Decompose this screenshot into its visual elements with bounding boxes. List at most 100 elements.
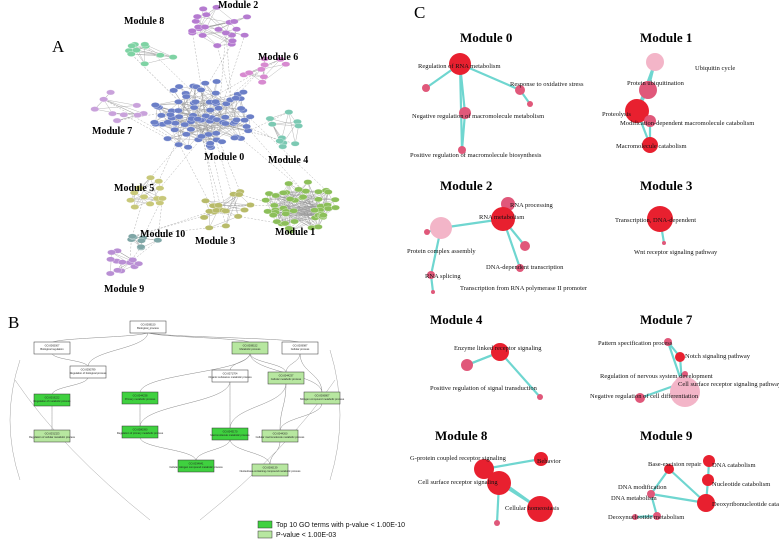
gene-node [214, 202, 223, 209]
gene-node [294, 123, 303, 129]
enrichment-term-label: DNA catabolism [712, 462, 756, 469]
enrichment-term-label: Positive regulation of macromolecule bio… [410, 152, 542, 159]
gene-node [211, 90, 221, 96]
network-bridge-edge [226, 103, 321, 211]
gene-node [174, 83, 184, 90]
network-edge [110, 252, 112, 274]
enrichment-term-label: Modification-dependent macromolecule cat… [620, 120, 754, 127]
network-bridge-edge [230, 99, 327, 191]
network-edge [263, 59, 281, 77]
gene-node [134, 260, 144, 267]
gene-node [205, 140, 215, 147]
network-edge [294, 196, 304, 222]
gene-node [281, 61, 291, 67]
network-edge [202, 29, 237, 36]
network-module-label: Module 5 [114, 183, 154, 194]
enrichment-node [516, 264, 524, 272]
gene-node [313, 224, 323, 230]
gene-node [198, 6, 208, 12]
network-bridge-edge [193, 44, 232, 108]
gene-node [170, 120, 180, 126]
gene-node [108, 110, 117, 117]
enrichment-term-label: RNA splicing [425, 273, 461, 280]
network-bridge-edge [225, 117, 280, 142]
enrichment-module-title: Module 9 [640, 428, 693, 443]
gene-node [245, 113, 255, 120]
enrichment-term-label: Cell surface receptor signaling [418, 479, 498, 486]
network-edge [265, 191, 319, 201]
network-edge [293, 199, 336, 211]
enrichment-term-label: Transcription, DNA-dependent [615, 217, 696, 224]
enrichment-node [459, 107, 471, 119]
gene-node [201, 11, 211, 18]
network-nodes [90, 4, 340, 277]
gene-node [132, 102, 142, 109]
network-edge [302, 196, 312, 228]
gene-node [181, 93, 191, 100]
enrichment-node [632, 514, 638, 520]
gene-node [260, 56, 270, 62]
go-node-box [261, 429, 299, 443]
enrichment-term-label: Macromolecule catabolism [616, 143, 687, 150]
enrichment-term-label: Cellular homeostasis [505, 505, 560, 512]
go-node-box [33, 429, 71, 443]
network-bridge-edge [235, 111, 289, 138]
enrichment-node [697, 494, 715, 512]
enrichment-term-label: Transcription from RNA polymerase II pro… [460, 285, 588, 292]
network-edge [205, 200, 251, 206]
go-edge [14, 379, 151, 521]
enrichment-module-title: Module 2 [440, 178, 492, 193]
go-edge [51, 376, 89, 396]
gene-node [314, 196, 323, 203]
go-node-box [121, 391, 159, 405]
enrichment-node [424, 229, 430, 235]
legend-label: P-value < 1.00E-03 [276, 532, 336, 539]
gene-node [135, 185, 144, 191]
enrichment-node [664, 464, 674, 474]
gene-node [231, 95, 241, 101]
network-edge [198, 28, 218, 46]
enrichment-node [647, 490, 655, 498]
network-edge [103, 99, 144, 114]
network-edge [272, 124, 299, 127]
gene-node [259, 74, 269, 80]
enrichment-node [647, 206, 673, 232]
go-node-box [33, 341, 71, 355]
network-bridge-edge [132, 210, 224, 237]
enrichment-node [639, 81, 657, 99]
gene-node [285, 196, 295, 202]
gene-node [212, 116, 222, 123]
network-edge [162, 124, 191, 130]
gene-node [155, 52, 165, 58]
gene-node [331, 204, 340, 211]
legend-label: Top 10 GO terms with p-value < 1.00E-10 [276, 522, 405, 529]
gene-node [126, 197, 135, 203]
network-edge [103, 99, 138, 116]
gene-node [168, 54, 178, 60]
network-edge [286, 192, 336, 200]
gene-node [166, 111, 175, 118]
go-node-box [267, 371, 305, 385]
go-node-box [231, 341, 269, 355]
enrichment-node [527, 496, 553, 522]
enrichment-module-title: Module 7 [640, 312, 693, 327]
enrichment-node [644, 115, 656, 127]
gene-node [191, 99, 200, 105]
gene-node [170, 127, 180, 133]
network-edge [302, 196, 319, 227]
network-module-label: Module 8 [124, 16, 164, 27]
network-module-label: Module 6 [258, 52, 298, 63]
network-edge [205, 83, 237, 121]
network-edge [202, 7, 217, 36]
